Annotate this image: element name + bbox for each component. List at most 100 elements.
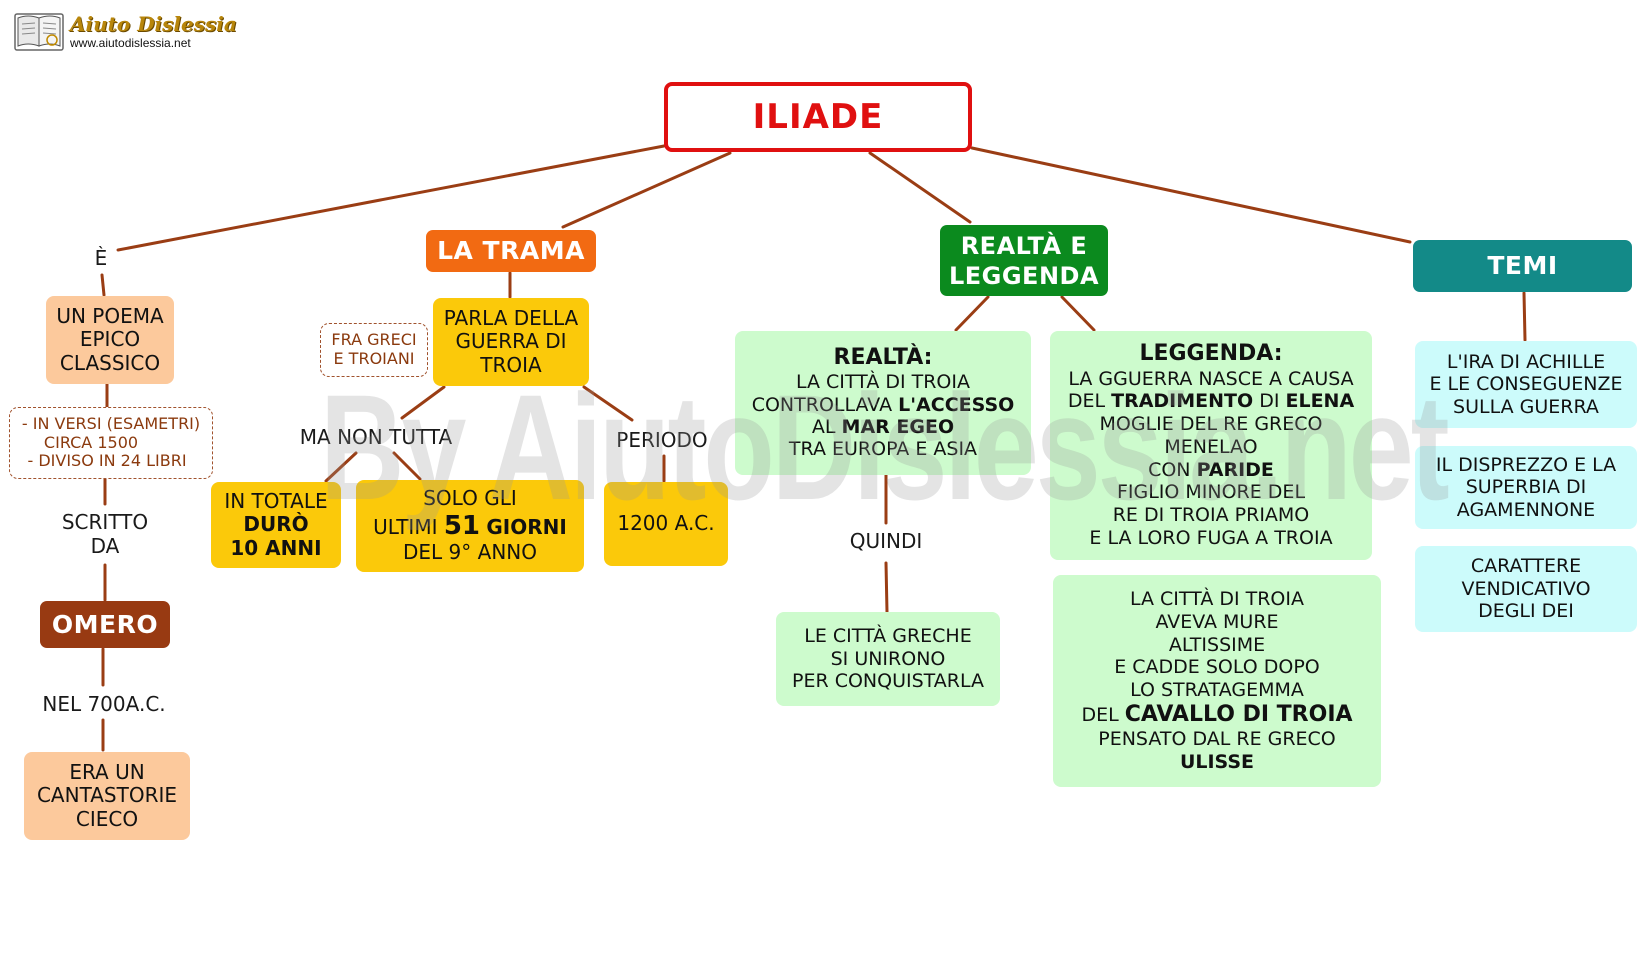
- link-label-e: È: [94, 246, 108, 270]
- node-ira-achille: L'IRA DI ACHILLE E LE CONSEGUENZE SULLA …: [1415, 341, 1637, 428]
- watermark: By AiutoDislessia.net: [320, 363, 1450, 531]
- details-line: CIRCA 1500: [43, 432, 139, 452]
- omero-label: OMERO: [51, 609, 159, 639]
- book-icon: [14, 13, 64, 51]
- branch-la-trama: LA TRAMA: [426, 230, 596, 272]
- poema-line: EPICO: [79, 327, 141, 352]
- link-label-periodo: PERIODO: [616, 428, 708, 452]
- realta-line: AL MAR EGEO: [812, 416, 954, 438]
- realta-title: REALTÀ:: [833, 345, 933, 371]
- node-1200-ac: 1200 A.C.: [604, 482, 728, 566]
- root-label: ILIADE: [752, 96, 884, 137]
- node-dettagli-versi: - IN VERSI (ESAMETRI) CIRCA 1500 - DIVIS…: [9, 407, 213, 479]
- cavallo-line: LA CITTÀ DI TROIA: [1129, 588, 1304, 611]
- citta-line: SI UNIRONO: [830, 647, 946, 670]
- fra-line: E TROIANI: [333, 349, 415, 368]
- cavallo-line: AVEVA MURE: [1155, 610, 1279, 633]
- citta-line: PER CONQUISTARLA: [791, 670, 984, 693]
- ira-line: SULLA GUERRA: [1453, 395, 1599, 418]
- cavallo-text: DEL: [1081, 704, 1119, 726]
- node-fra-greci-troiani: FRA GRECI E TROIANI: [320, 323, 428, 377]
- leggenda-text: DEL: [1067, 390, 1106, 413]
- link-realta-leggenda: [1060, 295, 1096, 332]
- link-e-poema: [100, 273, 106, 297]
- root-node-iliade: ILIADE: [664, 82, 972, 152]
- link-label-scritto-da: SCRITTO DA: [50, 510, 160, 558]
- totale-line-bold: DURÒ: [243, 512, 309, 537]
- disprezzo-line: IL DISPREZZO E LA: [1435, 453, 1617, 476]
- node-citta-greche: LE CITTÀ GRECHE SI UNIRONO PER CONQUISTA…: [776, 612, 1000, 706]
- cavallo-bold: CAVALLO DI TROIA: [1124, 702, 1353, 727]
- logo-url: www.aiutodislessia.net: [70, 36, 191, 50]
- logo-title: Aiuto Dislessia: [70, 12, 237, 36]
- node-poema-epico: UN POEMA EPICO CLASSICO: [46, 296, 174, 384]
- temi-header: TEMI: [1487, 251, 1558, 281]
- poema-line: CLASSICO: [59, 350, 161, 375]
- solo-line: DEL 9° ANNO: [403, 540, 537, 565]
- realta-line: LA CITTÀ DI TROIA: [795, 371, 970, 394]
- scritto-line: DA: [90, 534, 120, 558]
- leggenda-bold: PARIDE: [1196, 458, 1274, 481]
- scritto-line: SCRITTO: [61, 510, 149, 534]
- leggenda-line: FIGLIO MINORE DEL: [1116, 481, 1306, 504]
- cavallo-line: LO STRATAGEMMA: [1130, 679, 1304, 702]
- citta-line: LE CITTÀ GRECHE: [804, 625, 972, 648]
- realta-line: TRA EUROPA E ASIA: [788, 438, 978, 461]
- leggenda-title: LEGGENDA:: [1139, 341, 1283, 367]
- cavallo-bold: ULISSE: [1179, 751, 1255, 774]
- totale-line: IN TOTALE: [224, 488, 328, 513]
- solo-line: ULTIMI 51 GIORNI: [373, 511, 567, 542]
- solo-num: 51: [443, 510, 481, 541]
- carattere-line: DEGLI DEI: [1478, 600, 1574, 623]
- parla-line: PARLA DELLA: [443, 305, 579, 330]
- fra-line: FRA GRECI: [331, 330, 417, 350]
- solo-line: SOLO GLI: [423, 486, 517, 511]
- leggenda-bold: ELENA: [1285, 390, 1355, 413]
- node-ultimi-51-giorni: SOLO GLI ULTIMI 51 GIORNI DEL 9° ANNO: [356, 480, 584, 572]
- realta-header-line: LEGGENDA: [948, 261, 1100, 290]
- link-root-trama: [561, 151, 732, 229]
- cavallo-line: DEL CAVALLO DI TROIA: [1081, 702, 1352, 728]
- cavallo-line: ALTISSIME: [1168, 633, 1266, 656]
- cantastorie-line: ERA UN: [69, 759, 145, 784]
- details-line: - IN VERSI (ESAMETRI): [21, 414, 201, 434]
- carattere-line: VENDICATIVO: [1461, 577, 1591, 600]
- trama-header: LA TRAMA: [437, 236, 585, 266]
- node-omero: OMERO: [40, 601, 170, 648]
- site-logo[interactable]: Aiuto Dislessia www.aiutodislessia.net: [14, 10, 237, 56]
- realta-header-line: REALTÀ E: [960, 231, 1088, 260]
- leggenda-line: E LA LORO FUGA A TROIA: [1089, 527, 1333, 550]
- leggenda-line: DEL TRADIMENTO DI ELENA: [1068, 390, 1354, 413]
- realta-bold: MAR EGEO: [841, 415, 955, 438]
- anno-label: 1200 A.C.: [617, 511, 715, 536]
- node-leggenda: LEGGENDA: LA GGUERRA NASCE A CAUSA DEL T…: [1050, 331, 1372, 560]
- parla-line: GUERRA DI: [455, 329, 567, 354]
- details-line: - DIVISO IN 24 LIBRI: [27, 451, 187, 471]
- link-label-quindi: QUINDI: [849, 529, 923, 553]
- leggenda-text: DI: [1259, 390, 1280, 413]
- node-carattere-dei: CARATTERE VENDICATIVO DEGLI DEI: [1415, 546, 1637, 632]
- link-label-ma-non-tutta: MA NON TUTTA: [299, 425, 453, 449]
- cantastorie-line: CANTASTORIE: [36, 783, 178, 808]
- ira-line: E LE CONSEGUENZE: [1429, 373, 1623, 396]
- leggenda-line: MENELAO: [1164, 435, 1258, 458]
- disprezzo-line: AGAMENNONE: [1456, 498, 1596, 521]
- carattere-line: CARATTERE: [1470, 555, 1582, 578]
- leggenda-bold: TRADIMENTO: [1111, 390, 1254, 413]
- leggenda-line: CON PARIDE: [1148, 459, 1274, 482]
- realta-text: AL: [811, 415, 836, 438]
- node-cavallo-di-troia: LA CITTÀ DI TROIA AVEVA MURE ALTISSIME E…: [1053, 575, 1381, 787]
- cavallo-line: E CADDE SOLO DOPO: [1114, 656, 1320, 679]
- solo-post: GIORNI: [486, 514, 567, 539]
- link-label-700ac: NEL 700A.C.: [42, 692, 166, 716]
- disprezzo-line: SUPERBIA DI: [1465, 476, 1587, 499]
- node-cantastorie: ERA UN CANTASTORIE CIECO: [24, 752, 190, 840]
- link-realta-realtabox: [954, 295, 990, 332]
- realta-line: CONTROLLAVA L'ACCESSO: [752, 394, 1015, 416]
- node-parla-guerra: PARLA DELLA GUERRA DI TROIA: [433, 298, 589, 386]
- leggenda-line: LA GGUERRA NASCE A CAUSA: [1068, 367, 1354, 390]
- cantastorie-line: CIECO: [75, 806, 139, 831]
- cavallo-line: PENSATO DAL RE GRECO: [1098, 728, 1336, 751]
- poema-line: UN POEMA: [56, 303, 164, 328]
